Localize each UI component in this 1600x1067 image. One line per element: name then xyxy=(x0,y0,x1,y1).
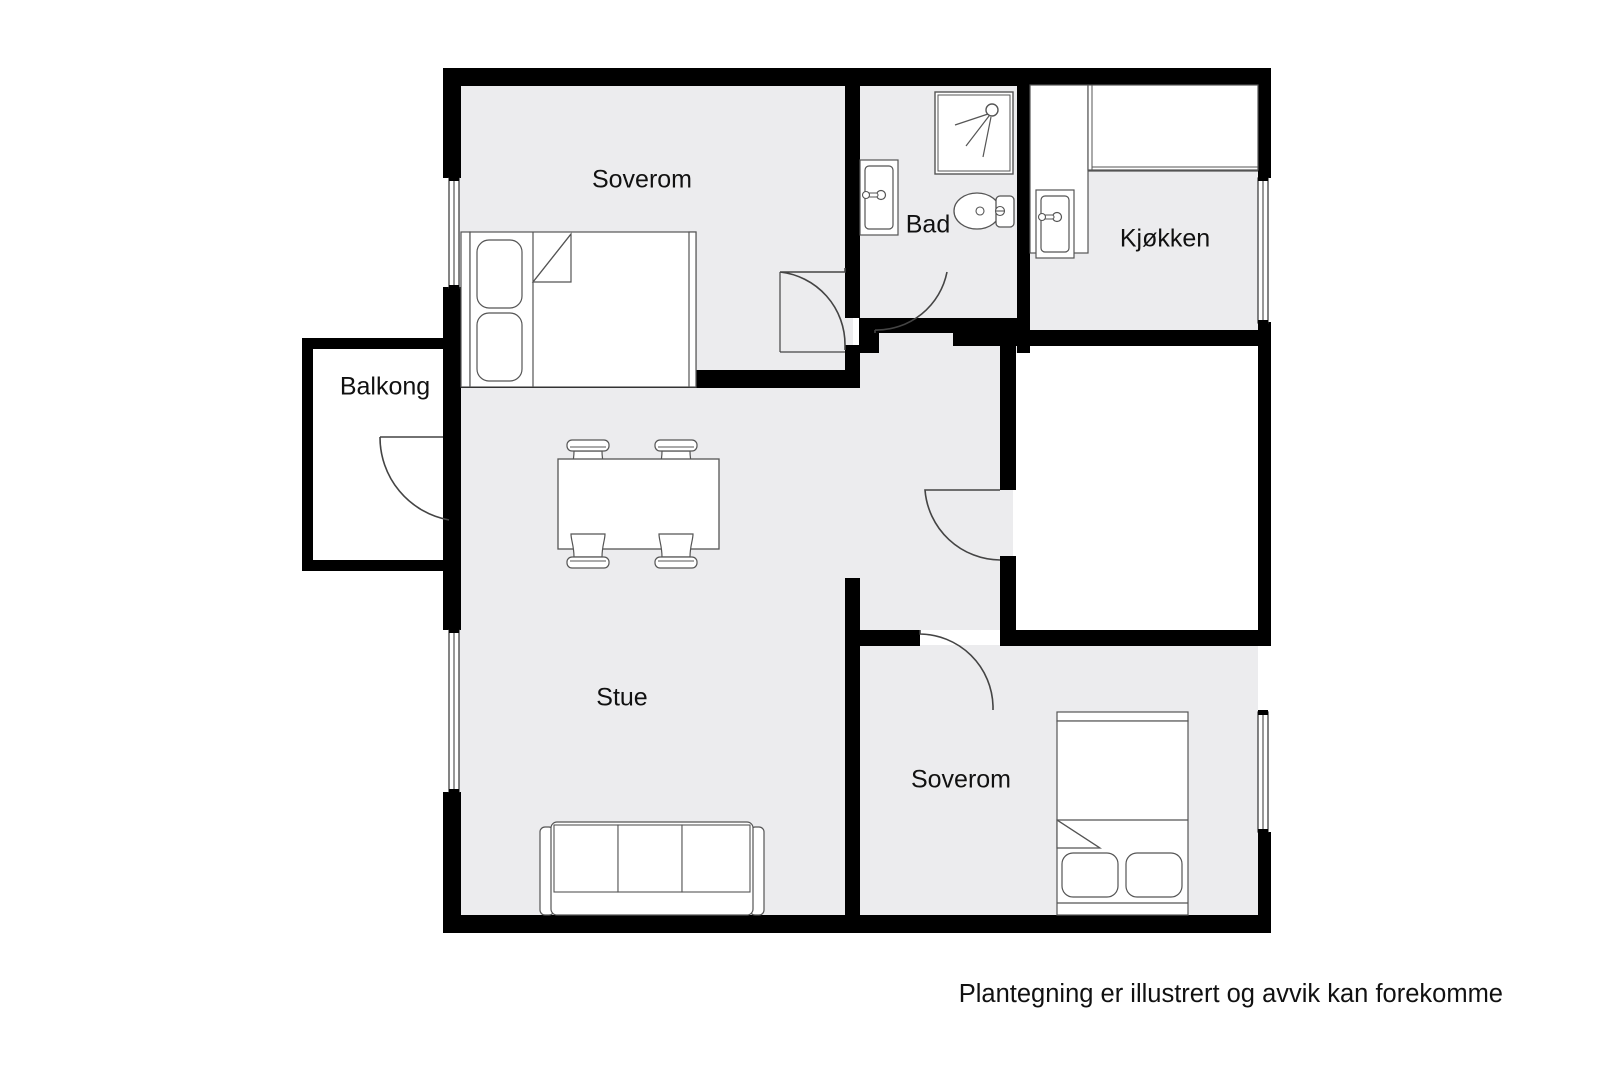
wall-bottom-bedroom-top xyxy=(1000,630,1271,646)
kitchen-counter-top xyxy=(1087,84,1259,171)
bed-headboard xyxy=(460,231,471,388)
wall-left-mid-b xyxy=(443,385,461,630)
bathroom-fixtures xyxy=(859,91,1015,236)
room-label-kjokken: Kjøkken xyxy=(1120,225,1210,253)
door-hall-right xyxy=(924,489,1001,561)
shower-icon xyxy=(934,91,1014,175)
wall-bedroom-door-stub xyxy=(845,630,920,646)
sink-icon xyxy=(1035,189,1075,259)
chair-icon xyxy=(566,533,610,569)
room-label-soverom-top: Soverom xyxy=(592,166,692,194)
wall-kitchen-bottom xyxy=(953,330,1271,346)
wall-left-lower xyxy=(443,792,461,933)
sofa-icon xyxy=(539,821,765,916)
bed-soverom-bottom xyxy=(1056,711,1189,916)
bed-headboard xyxy=(1056,711,1189,722)
wall-balcony-join-top xyxy=(443,338,461,385)
room-label-balkong: Balkong xyxy=(340,373,430,401)
wall-bath-bottom-jog xyxy=(859,318,879,353)
wall-hall-right-upper xyxy=(1000,330,1016,490)
pillow-icon xyxy=(476,239,523,309)
doors xyxy=(379,268,1001,710)
window-kitchen-right xyxy=(1257,176,1269,325)
sink-icon xyxy=(859,159,899,236)
door-soverom-top xyxy=(779,268,846,353)
room-label-stue: Stue xyxy=(596,684,647,712)
window-bedroom-left xyxy=(448,176,460,290)
wall-right-mid xyxy=(1258,322,1271,642)
bed-soverom-top xyxy=(460,231,697,388)
wall-left-upper xyxy=(443,68,461,178)
wall-right-lower xyxy=(1258,832,1271,933)
wall-balcony-join-bottom xyxy=(443,520,461,571)
chair-icon xyxy=(654,533,698,569)
floor-hall xyxy=(853,345,1013,630)
kitchen-fixtures xyxy=(1029,84,1259,259)
wall-bedroom-hall-vert xyxy=(845,68,860,318)
wall-right-upper xyxy=(1258,68,1271,178)
wall-bath-bottom xyxy=(859,318,1017,333)
floor-soverom-bottom xyxy=(853,645,1258,915)
pillow-icon xyxy=(476,312,523,382)
door-balkong xyxy=(379,436,450,521)
door-soverom-bottom xyxy=(919,630,994,710)
room-label-soverom-bottom: Soverom xyxy=(911,766,1011,794)
windows xyxy=(448,176,1269,834)
wall-hall-right-lower xyxy=(1000,556,1016,646)
pillow-icon xyxy=(1061,852,1119,898)
pillow-icon xyxy=(1125,852,1183,898)
room-label-bad: Bad xyxy=(906,211,950,239)
window-stue-left xyxy=(448,628,460,794)
wall-balcony-top xyxy=(302,338,447,349)
wall-left-mid-a xyxy=(443,287,461,345)
plan-disclaimer-caption: Plantegning er illustrert og avvik kan f… xyxy=(959,980,1503,1008)
wall-stue-bedroom-vert xyxy=(845,578,860,933)
window-bedroom-right xyxy=(1257,710,1269,834)
wall-balcony-bottom xyxy=(302,560,447,571)
wall-bath-kitchen xyxy=(1017,68,1030,353)
dining-set xyxy=(557,439,720,569)
toilet-icon xyxy=(953,192,1015,230)
bed-footrail xyxy=(688,231,697,388)
wall-balcony-left xyxy=(302,338,313,571)
door-bad xyxy=(874,271,948,333)
wall-bedroom-hall-jog xyxy=(845,268,860,318)
